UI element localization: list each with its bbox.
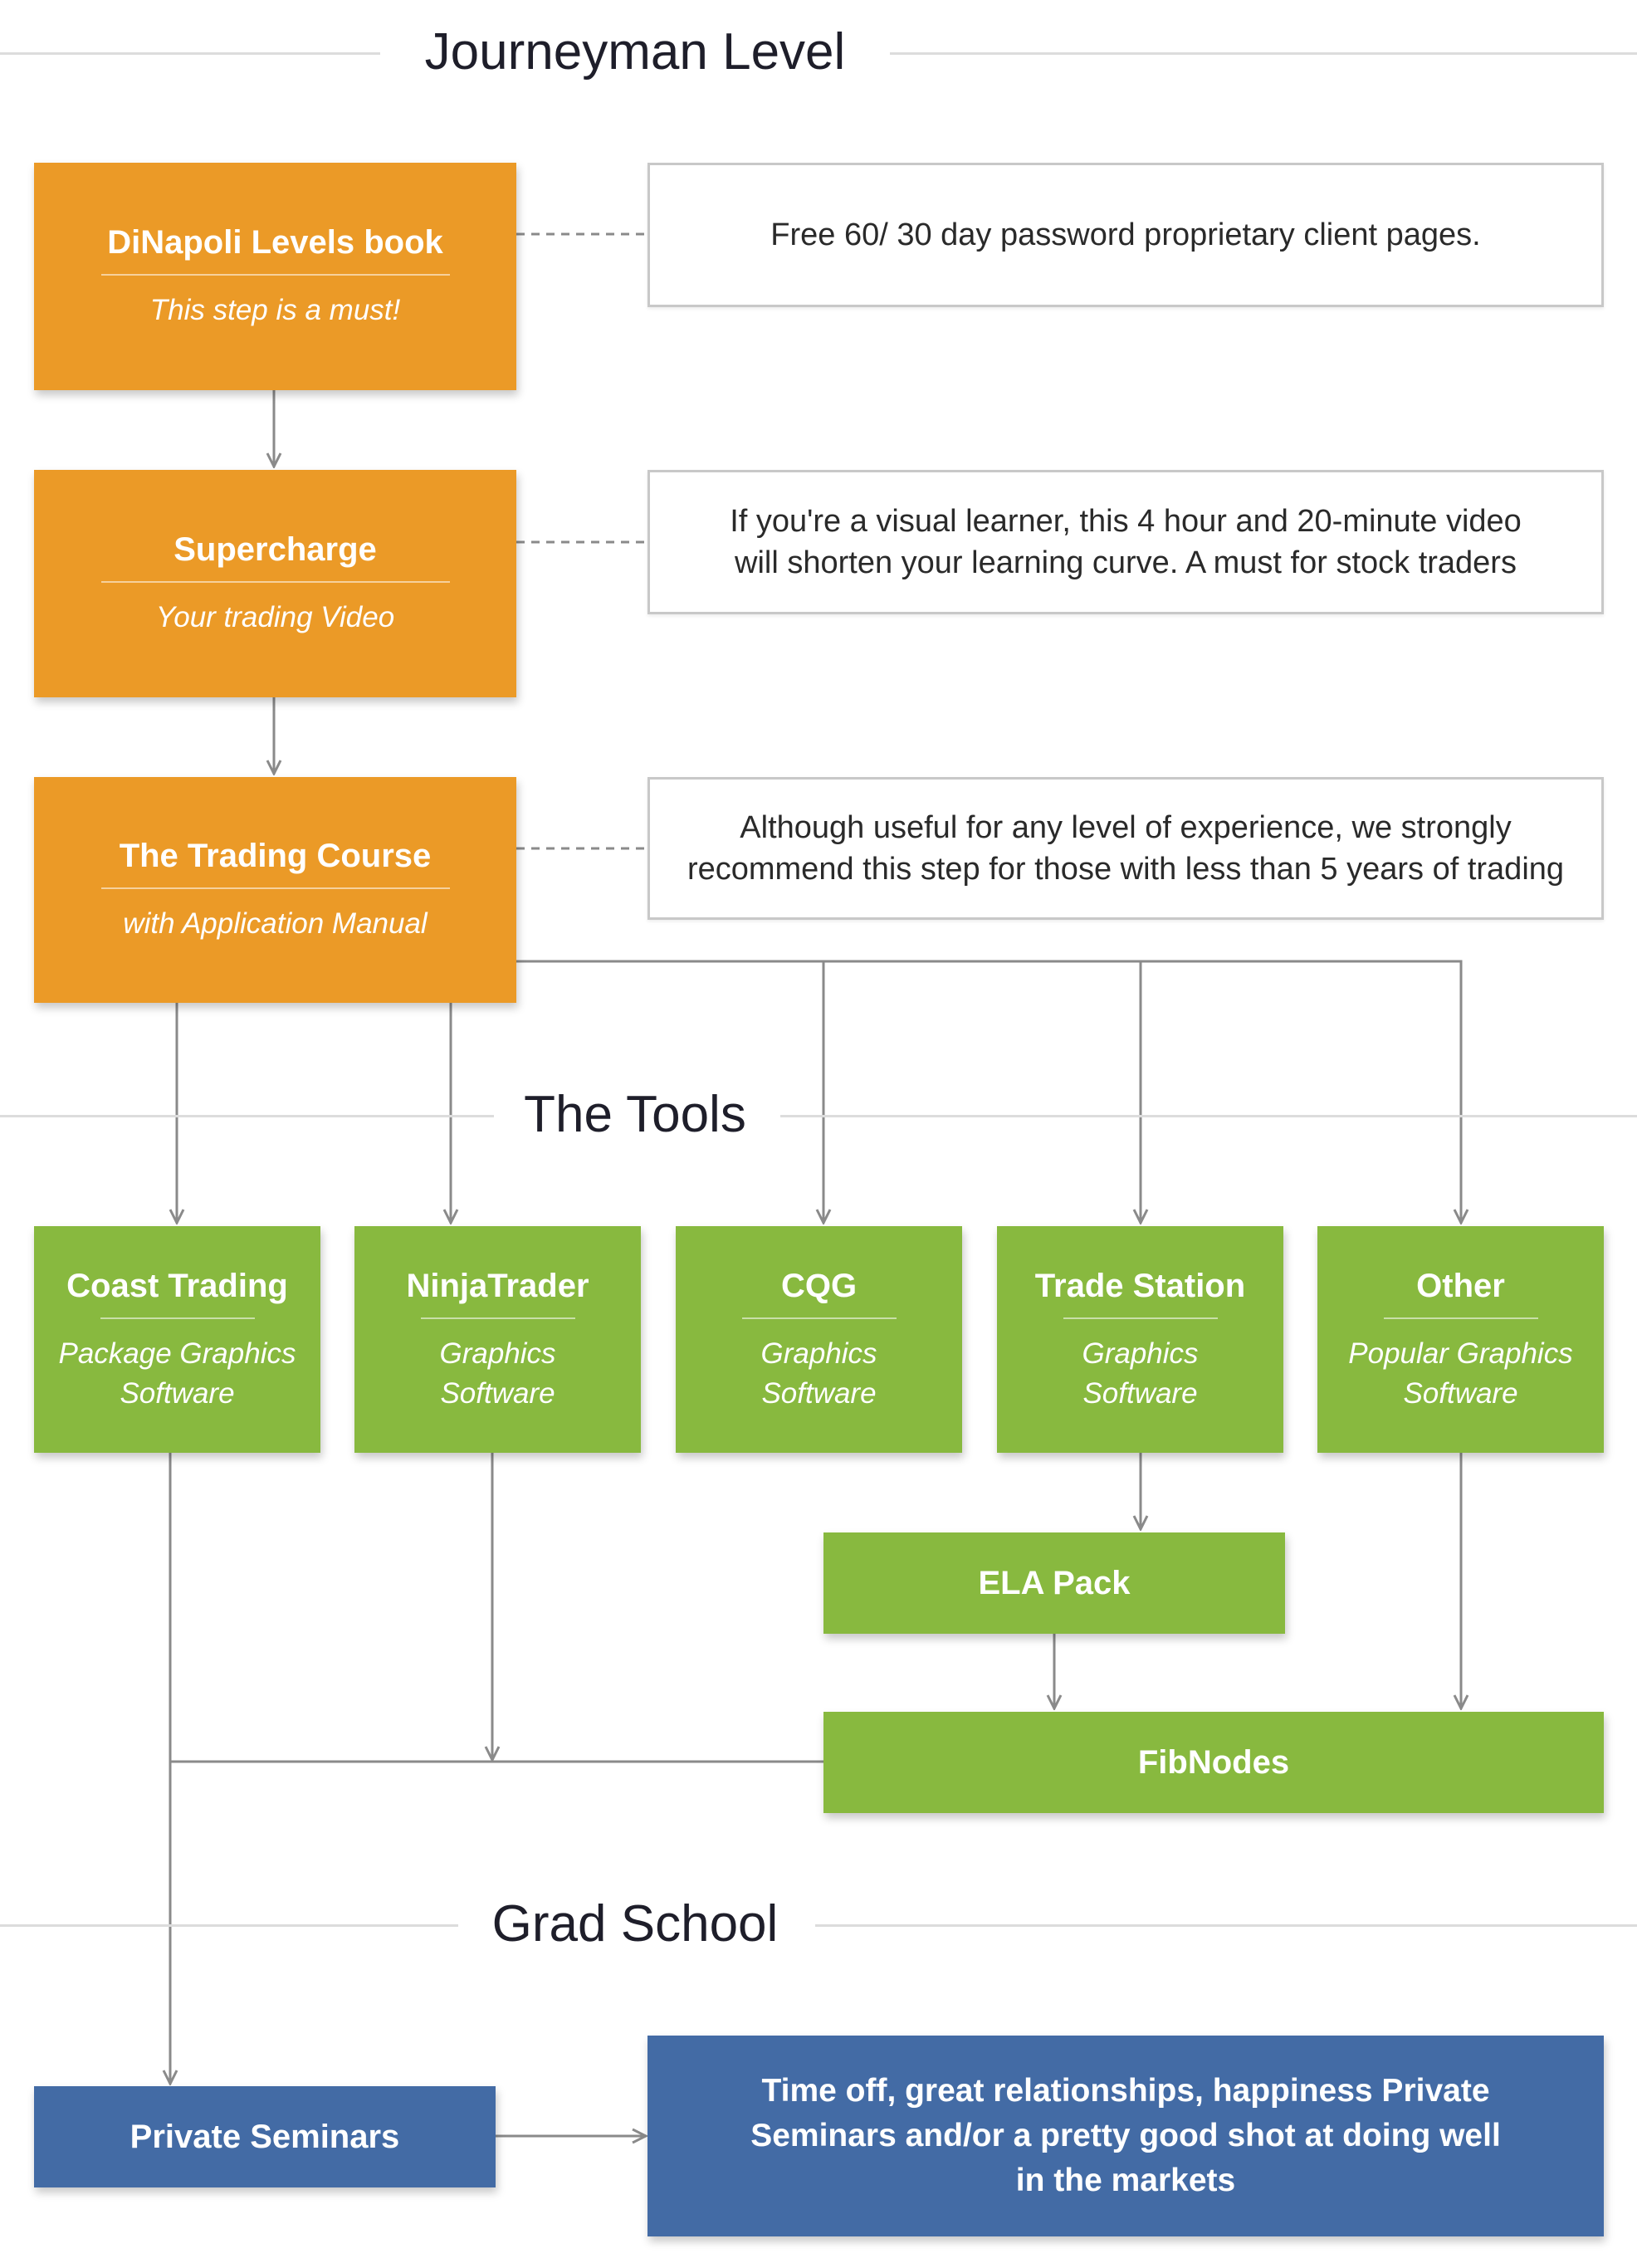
private-seminars-label: Private Seminars	[129, 2119, 400, 2155]
note-line: Although useful for any level of experie…	[740, 810, 1512, 845]
note-client-pages: Free 60/ 30 day password proprietary cli…	[647, 163, 1604, 307]
step-dinapoli-levels-book[interactable]: DiNapoli Levels book This step is a must…	[34, 163, 516, 390]
step-title: DiNapoli Levels book	[107, 224, 443, 261]
tool-trade-station[interactable]: Trade Station Graphics Software	[997, 1226, 1283, 1453]
title-divider	[100, 274, 450, 276]
tool-cqg[interactable]: CQG Graphics Software	[676, 1226, 962, 1453]
fibnodes-box[interactable]: FibNodes	[823, 1712, 1604, 1813]
step-title: Supercharge	[173, 531, 377, 568]
title-divider	[420, 1317, 575, 1319]
fibnodes-label: FibNodes	[1137, 1744, 1290, 1781]
heading-rule-left	[0, 1924, 458, 1927]
title-divider	[1383, 1317, 1538, 1319]
step-trading-course[interactable]: The Trading Course with Application Manu…	[34, 777, 516, 1003]
tool-subtitle-line2: Software	[761, 1376, 877, 1410]
heading-text: The Tools	[524, 1086, 746, 1143]
tool-title: NinjaTrader	[406, 1267, 589, 1304]
course-branch-line	[516, 960, 1461, 1223]
heading-rule-left	[0, 1115, 494, 1117]
tool-other[interactable]: Other Popular Graphics Software	[1317, 1226, 1604, 1453]
note-line: If you're a visual learner, this 4 hour …	[730, 504, 1522, 539]
tool-subtitle-line1: Package Graphics	[58, 1337, 296, 1370]
tool-title: Coast Trading	[66, 1267, 288, 1304]
section-heading-journeyman: Journeyman Level	[0, 2, 1637, 102]
section-heading-tools: The Tools	[0, 1065, 1637, 1165]
title-divider	[741, 1317, 897, 1319]
heading-rule-right	[815, 1924, 1637, 1927]
step-title: The Trading Course	[119, 838, 432, 874]
title-divider	[100, 1317, 255, 1319]
ela-pack-box[interactable]: ELA Pack	[823, 1532, 1285, 1634]
heading-rule-right	[780, 1115, 1637, 1117]
note-line: will shorten your learning curve. A must…	[735, 545, 1517, 580]
step-subtitle: This step is a must!	[149, 294, 401, 326]
tool-title: Trade Station	[1034, 1267, 1246, 1304]
heading-text: Grad School	[491, 1895, 779, 1953]
tool-subtitle-line2: Software	[1082, 1376, 1198, 1410]
tool-subtitle-line2: Software	[120, 1376, 235, 1410]
tool-ninjatrader[interactable]: NinjaTrader Graphics Software	[354, 1226, 641, 1453]
tool-subtitle-line1: Graphics	[760, 1337, 877, 1370]
ela-pack-label: ELA Pack	[978, 1565, 1131, 1601]
title-divider	[100, 887, 450, 889]
tool-title: Other	[1416, 1267, 1505, 1304]
tool-coast-trading[interactable]: Coast Trading Package Graphics Software	[34, 1226, 320, 1453]
step-subtitle: Your trading Video	[155, 601, 395, 633]
note-line: recommend this step for those with less …	[687, 852, 1565, 887]
note-experience: Although useful for any level of experie…	[647, 777, 1604, 920]
heading-rule-left	[0, 52, 380, 55]
outcome-line: Time off, great relationships, happiness…	[761, 2073, 1490, 2109]
heading-text: Journeyman Level	[424, 23, 846, 81]
tool-subtitle-line1: Popular Graphics	[1348, 1337, 1573, 1370]
private-seminars-box[interactable]: Private Seminars	[34, 2086, 496, 2187]
tool-subtitle-line1: Graphics	[1082, 1337, 1199, 1370]
note-visual-learner: If you're a visual learner, this 4 hour …	[647, 470, 1604, 614]
title-divider	[1063, 1317, 1218, 1319]
tool-subtitle-line1: Graphics	[439, 1337, 556, 1370]
section-heading-grad: Grad School	[0, 1875, 1637, 1974]
tool-title: CQG	[780, 1267, 858, 1304]
tool-subtitle-line2: Software	[440, 1376, 555, 1410]
outcome-box: Time off, great relationships, happiness…	[647, 2036, 1604, 2236]
note-line: Free 60/ 30 day password proprietary cli…	[770, 218, 1481, 252]
step-supercharge[interactable]: Supercharge Your trading Video	[34, 470, 516, 697]
outcome-line: in the markets	[1015, 2163, 1236, 2198]
tool-subtitle-line2: Software	[1403, 1376, 1518, 1410]
heading-rule-right	[890, 52, 1637, 55]
step-subtitle: with Application Manual	[123, 907, 428, 940]
outcome-line: Seminars and/or a pretty good shot at do…	[750, 2118, 1501, 2153]
title-divider	[100, 581, 450, 583]
